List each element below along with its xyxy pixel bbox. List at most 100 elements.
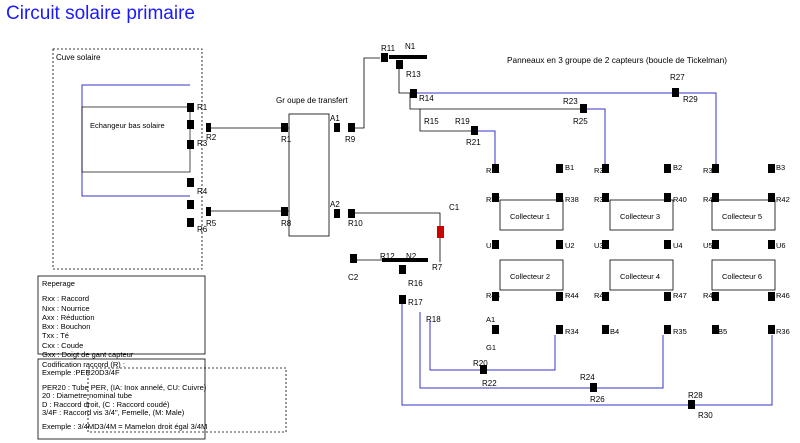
collecteur-4 bbox=[609, 259, 674, 291]
legend-item: Axx : Réduction bbox=[42, 312, 95, 322]
label-R20: R20 bbox=[473, 359, 488, 368]
label-U2: U2 bbox=[565, 241, 575, 250]
label-R43: R43 bbox=[486, 291, 500, 300]
label-R1-left: R1 bbox=[197, 103, 208, 112]
label-G1: G1 bbox=[486, 343, 496, 352]
label-R35: R35 bbox=[673, 327, 687, 336]
legend: Reperage Rxx : Raccord Nxx : Nourrice Ax… bbox=[42, 279, 133, 359]
label-U6: U6 bbox=[776, 241, 786, 250]
collecteur-3 bbox=[609, 199, 674, 231]
codif-line: Codification raccord (R) : bbox=[42, 360, 125, 369]
label-R23: R23 bbox=[563, 97, 578, 106]
label-B1: B1 bbox=[565, 163, 574, 172]
label-R26: R26 bbox=[590, 395, 605, 404]
cuve-box bbox=[52, 48, 203, 270]
label-R4: R4 bbox=[197, 187, 208, 196]
legend-item: Cxx : Coude bbox=[42, 340, 84, 350]
codif-line: Exemple : 3/4MD3/4M = Mamelon droit égal… bbox=[42, 422, 208, 432]
codif-line: D : Raccord droit, (C : Raccord coudé) bbox=[42, 399, 170, 409]
label-R22: R22 bbox=[482, 379, 497, 388]
collecteur-6-label: Collecteur 6 bbox=[722, 272, 762, 281]
label-B2: B2 bbox=[673, 163, 682, 172]
collecteur-4-label: Collecteur 4 bbox=[620, 272, 660, 281]
label-R25: R25 bbox=[573, 117, 588, 126]
label-R2: R2 bbox=[206, 133, 217, 142]
label-R15: R15 bbox=[424, 117, 439, 126]
label-R14: R14 bbox=[419, 94, 434, 103]
page-title: Circuit solaire primaire bbox=[6, 3, 195, 24]
echangeur-label: Echangeur bas solaire bbox=[90, 121, 165, 130]
collecteur-2 bbox=[499, 259, 564, 291]
collecteur-1-label: Collecteur 1 bbox=[510, 212, 550, 221]
label-R3: R3 bbox=[197, 139, 208, 148]
label-R21: R21 bbox=[466, 138, 481, 147]
cuve-fittings bbox=[187, 103, 211, 227]
legend-item: Txx : Té bbox=[42, 331, 69, 341]
label-R24: R24 bbox=[580, 373, 595, 382]
label-R28: R28 bbox=[688, 391, 703, 400]
groupe-label: Gr oupe de transfert bbox=[276, 96, 348, 105]
legend-item: Nxx : Nourrice bbox=[42, 303, 90, 313]
label-R10: R10 bbox=[348, 219, 363, 228]
label-R36: R36 bbox=[776, 327, 790, 336]
label-A1-panel: A1 bbox=[486, 315, 495, 324]
label-R32: R32 bbox=[594, 166, 608, 175]
codif-dashed-box bbox=[87, 367, 287, 433]
label-R39: R39 bbox=[594, 195, 608, 204]
collecteur-5 bbox=[711, 199, 776, 231]
label-R46: R46 bbox=[776, 291, 790, 300]
label-R19: R19 bbox=[455, 117, 470, 126]
codif-line: 20 : Diametre nominal tube bbox=[42, 391, 133, 401]
label-R1: R1 bbox=[281, 135, 292, 144]
label-R17: R17 bbox=[408, 298, 423, 307]
label-R12: R12 bbox=[380, 252, 395, 261]
label-R11: R11 bbox=[381, 44, 396, 53]
collecteur-6 bbox=[711, 259, 776, 291]
label-R13: R13 bbox=[406, 70, 421, 79]
label-R5: R5 bbox=[206, 219, 217, 228]
legend-title: Reperage bbox=[42, 279, 75, 288]
label-A1: A1 bbox=[330, 114, 340, 123]
label-B3: B3 bbox=[776, 163, 785, 172]
echangeur-box bbox=[81, 106, 191, 173]
label-B4: B4 bbox=[610, 327, 619, 336]
label-R38: R38 bbox=[565, 195, 579, 204]
legend-item: Bxx : Bouchon bbox=[42, 322, 91, 332]
collecteur-5-label: Collecteur 5 bbox=[722, 212, 762, 221]
label-R33: R33 bbox=[703, 166, 717, 175]
label-R34: R34 bbox=[565, 327, 579, 336]
legend-item: Rxx : Raccord bbox=[42, 294, 90, 304]
label-R47: R47 bbox=[673, 291, 687, 300]
label-N2: N2 bbox=[406, 252, 417, 261]
label-R16: R16 bbox=[408, 279, 423, 288]
label-U4: U4 bbox=[673, 241, 683, 250]
label-N1: N1 bbox=[405, 42, 416, 51]
label-R18: R18 bbox=[426, 315, 441, 324]
collecteur-2-label: Collecteur 2 bbox=[510, 272, 550, 281]
label-R48: R48 bbox=[703, 291, 717, 300]
nourrice-N1 bbox=[389, 55, 427, 59]
collector-fittings bbox=[492, 164, 775, 334]
label-U5: U5 bbox=[703, 241, 713, 250]
label-R29: R29 bbox=[683, 95, 698, 104]
label-R8: R8 bbox=[281, 219, 292, 228]
label-R6: R6 bbox=[197, 225, 208, 234]
groupe-box bbox=[288, 113, 330, 237]
label-R31: R31 bbox=[486, 166, 500, 175]
codif-line: Exemple :PER20D3/4F bbox=[42, 368, 120, 378]
codif-box bbox=[37, 358, 206, 440]
label-B5: B5 bbox=[718, 327, 727, 336]
label-C1: C1 bbox=[449, 203, 460, 212]
collecteur-3-label: Collecteur 3 bbox=[620, 212, 660, 221]
label-R9: R9 bbox=[345, 135, 356, 144]
legend-box bbox=[37, 275, 206, 355]
label-R41: R41 bbox=[703, 195, 717, 204]
label-U3: U3 bbox=[594, 241, 604, 250]
codif-line: 3/4F : Raccord vis 3/4", Femelle, (M: Ma… bbox=[42, 408, 185, 418]
nourrice-N2 bbox=[382, 258, 428, 262]
label-R30: R30 bbox=[698, 411, 713, 420]
label-R42: R42 bbox=[776, 195, 790, 204]
legend-item: Gxx : Doigt de gant capteur bbox=[42, 350, 134, 360]
label-U1: U1 bbox=[486, 241, 496, 250]
